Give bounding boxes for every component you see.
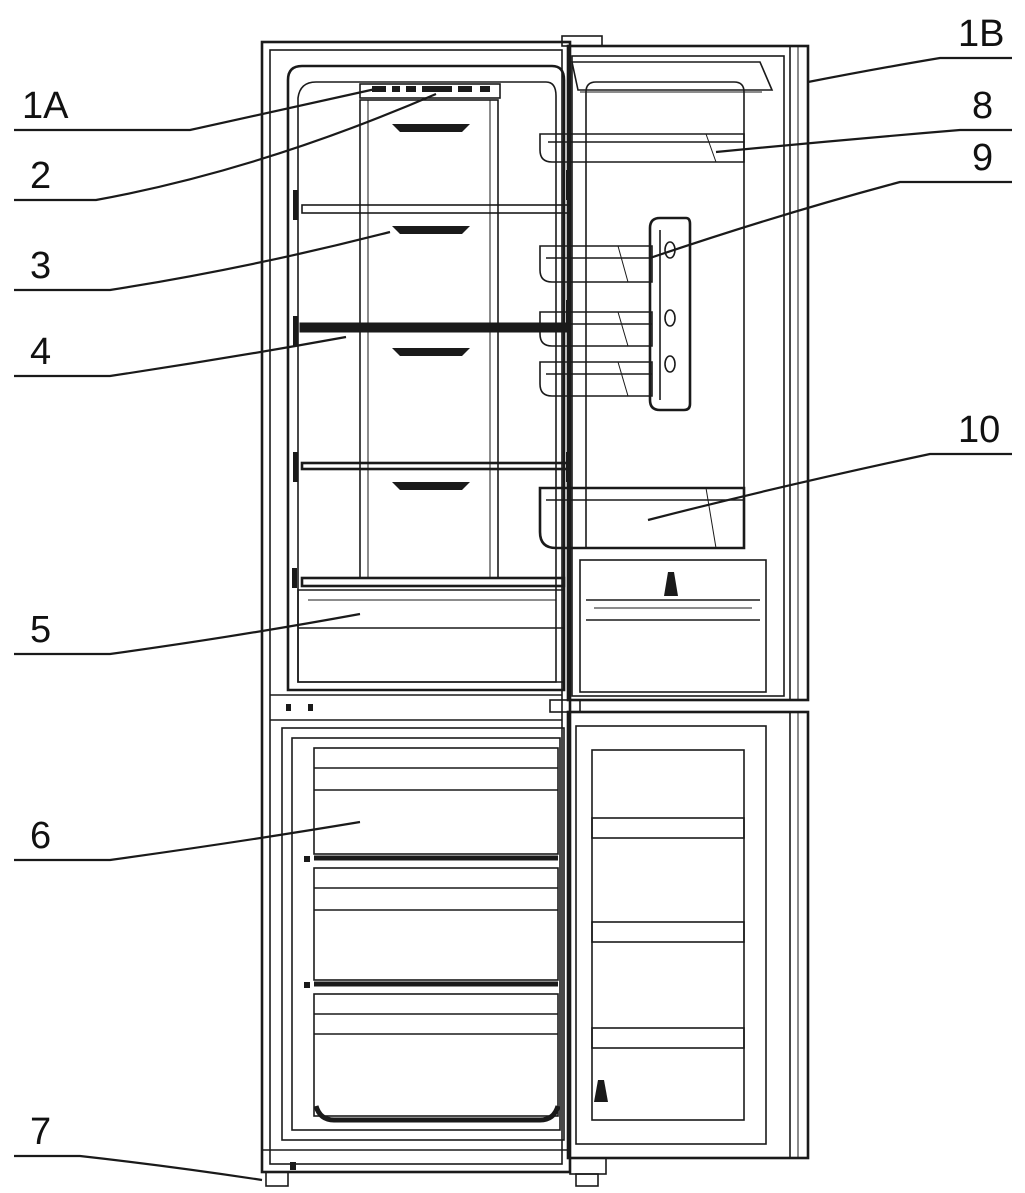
glass-shelf xyxy=(299,322,571,333)
callout-label-6: 6 xyxy=(30,815,51,857)
glass-shelf xyxy=(301,204,571,214)
callout-label-10: 10 xyxy=(958,409,1000,451)
small-balcony xyxy=(539,245,653,283)
leader-line-1B xyxy=(807,56,1012,84)
freezer-compartment xyxy=(281,727,565,1141)
freezer-drawer xyxy=(313,993,561,1123)
callout-label-3: 3 xyxy=(30,245,51,287)
callout-label-2: 2 xyxy=(30,155,51,197)
leader-line-1A xyxy=(14,86,381,132)
leader-line-7 xyxy=(14,1154,263,1182)
callout-label-8: 8 xyxy=(972,85,993,127)
bottle-balcony xyxy=(538,486,746,550)
leader-line-6 xyxy=(14,820,361,862)
leader-line-3 xyxy=(14,230,391,292)
callout-label-4: 4 xyxy=(30,331,51,373)
door-balcony xyxy=(539,133,745,163)
leader-line-5 xyxy=(14,612,361,656)
leader-line-8 xyxy=(715,128,1012,154)
cabinet-body xyxy=(260,35,603,1187)
callout-label-5: 5 xyxy=(30,609,51,651)
glass-shelf xyxy=(300,461,570,471)
callout-label-1B: 1B xyxy=(958,13,1004,55)
leader-line-9 xyxy=(649,180,1012,260)
crisper-drawer xyxy=(297,589,565,683)
fridge-compartment xyxy=(286,64,571,692)
freezer-door xyxy=(566,710,810,1187)
leader-line-4 xyxy=(14,335,347,378)
leader-lines xyxy=(14,56,1012,1182)
leader-line-10 xyxy=(647,452,1012,522)
fridge-door xyxy=(538,44,810,713)
callout-labels: 1A 2 3 4 5 6 7 1B 8 9 10 xyxy=(22,13,1004,1153)
callout-label-7: 7 xyxy=(30,1111,51,1153)
freezer-drawer xyxy=(313,747,559,861)
callout-label-9: 9 xyxy=(972,137,993,179)
small-balcony xyxy=(539,311,653,347)
freezer-drawer xyxy=(313,867,559,987)
egg-rack xyxy=(648,216,692,412)
leader-line-2 xyxy=(14,92,437,202)
callout-label-1A: 1A xyxy=(22,85,69,127)
small-balcony xyxy=(539,361,653,397)
